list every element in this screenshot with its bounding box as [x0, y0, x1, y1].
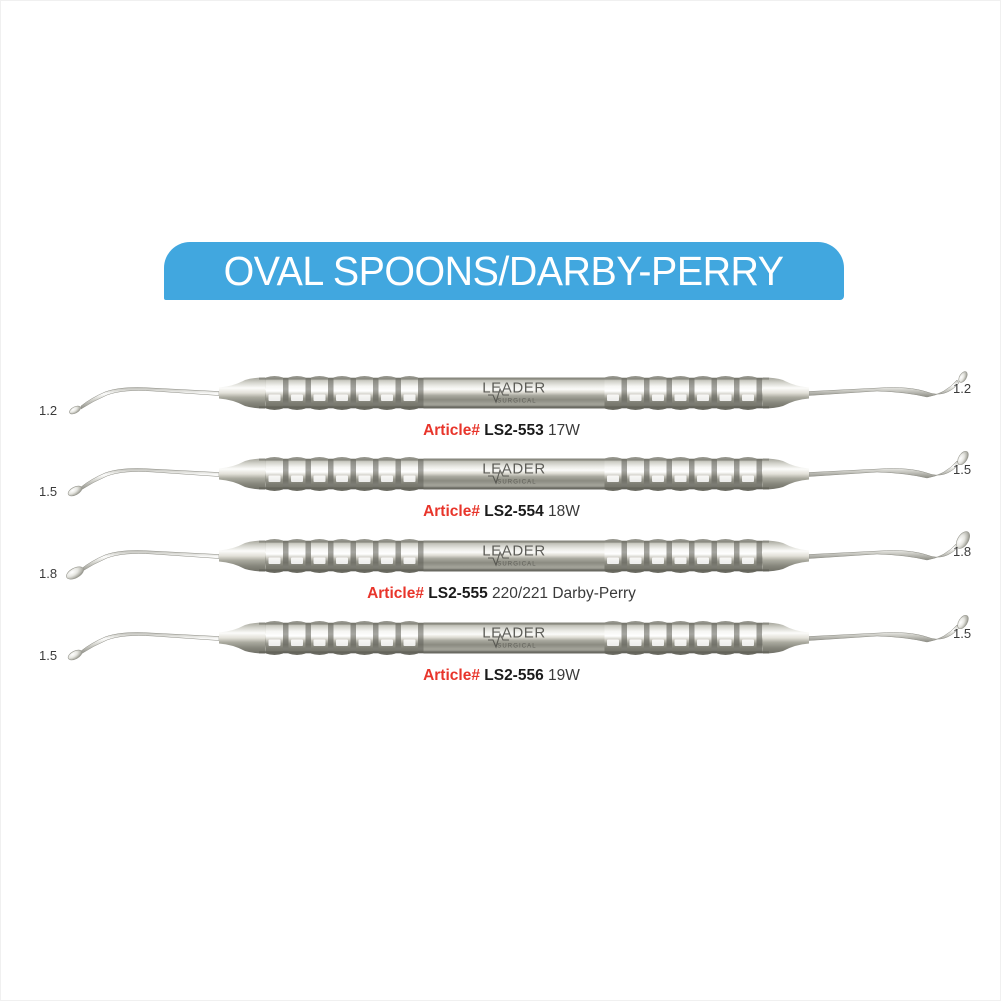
size-label-left: 1.8 — [39, 566, 58, 581]
right-spoon-tip — [957, 450, 969, 466]
svg-text:LEADER: LEADER — [482, 461, 546, 478]
size-label-left: 1.5 — [39, 484, 58, 499]
article-code: LS2-554 — [479, 503, 544, 520]
article-description: 220/221 Darby-Perry — [487, 585, 636, 602]
right-shank — [808, 460, 960, 479]
instrument-graphic: LEADER SURGICAL — [67, 450, 969, 497]
handle-taper-left — [219, 622, 265, 654]
handle-taper-left — [219, 377, 265, 409]
instrument-graphic: LEADER SURGICAL — [66, 531, 970, 580]
left-spoon-tip — [67, 649, 83, 661]
svg-text:SURGICAL: SURGICAL — [497, 562, 536, 568]
right-shank — [808, 379, 960, 398]
instrument-caption: Article# LS2-553 17W — [1, 422, 1001, 440]
article-label: Article# — [423, 422, 480, 439]
instrument-row: LEADER SURGICAL 1.2 1.2 — [1, 353, 1001, 433]
leader-surgical-logo: LEADER SURGICAL — [482, 543, 546, 568]
instrument-caption: Article# LS2-555 220/221 Darby-Perry — [1, 585, 1001, 603]
size-label-right: 1.5 — [953, 626, 972, 641]
leader-surgical-logo: LEADER SURGICAL — [482, 380, 546, 405]
left-shank — [80, 550, 220, 573]
handle-rib-bank — [266, 457, 424, 491]
handle-rib-bank — [604, 457, 762, 491]
left-spoon-tip — [67, 485, 83, 497]
handle-taper-right — [763, 622, 809, 654]
svg-text:SURGICAL: SURGICAL — [497, 644, 536, 650]
handle-engraving-area — [423, 622, 605, 654]
leader-surgical-logo: LEADER SURGICAL — [482, 461, 546, 486]
left-spoon-tip — [69, 405, 81, 415]
instrument-row: LEADER SURGICAL 1.5 1.5 — [1, 598, 1001, 678]
size-label-right: 1.8 — [953, 544, 972, 559]
svg-text:SURGICAL: SURGICAL — [497, 399, 536, 405]
size-label-right: 1.5 — [953, 462, 972, 477]
left-shank — [80, 468, 220, 491]
article-label: Article# — [423, 667, 480, 684]
handle-taper-right — [763, 377, 809, 409]
size-label-left: 1.5 — [39, 648, 58, 663]
handle-rib-bank — [266, 539, 424, 573]
handle-engraving-area — [423, 458, 605, 490]
leader-surgical-logo: LEADER SURGICAL — [482, 625, 546, 650]
handle-engraving-area — [423, 540, 605, 572]
left-spoon-tip — [66, 566, 84, 580]
instrument-graphic: LEADER SURGICAL — [69, 371, 968, 415]
left-shank — [80, 387, 220, 410]
handle-taper-left — [219, 458, 265, 490]
handle-rib-bank — [604, 376, 762, 410]
svg-text:LEADER: LEADER — [482, 380, 546, 397]
size-label-right: 1.2 — [953, 381, 972, 396]
right-shank — [808, 624, 960, 643]
article-description: 18W — [543, 503, 580, 520]
banner-title: OVAL SPOONS/DARBY-PERRY — [224, 247, 784, 294]
handle-engraving-area — [423, 377, 605, 409]
left-shank — [80, 632, 220, 655]
right-spoon-tip — [958, 371, 968, 383]
handle-rib-bank — [266, 376, 424, 410]
right-spoon-tip — [957, 614, 969, 630]
svg-text:SURGICAL: SURGICAL — [497, 480, 536, 486]
instrument-caption: Article# LS2-554 18W — [1, 503, 1001, 521]
article-code: LS2-555 — [423, 585, 488, 602]
article-code: LS2-556 — [479, 667, 544, 684]
size-label-left: 1.2 — [39, 403, 58, 418]
article-code: LS2-553 — [479, 422, 544, 439]
handle-taper-right — [763, 458, 809, 490]
category-banner: OVAL SPOONS/DARBY-PERRY — [164, 242, 844, 300]
instrument-graphic: LEADER SURGICAL — [67, 614, 969, 661]
handle-taper-left — [219, 540, 265, 572]
instrument-row: LEADER SURGICAL 1.8 1.8 — [1, 516, 1001, 596]
instrument-row: LEADER SURGICAL 1.5 1.5 — [1, 434, 1001, 514]
right-spoon-tip — [956, 531, 970, 549]
handle-rib-bank — [604, 621, 762, 655]
article-description: 19W — [543, 667, 580, 684]
article-label: Article# — [367, 585, 424, 602]
handle-rib-bank — [604, 539, 762, 573]
svg-text:LEADER: LEADER — [482, 543, 546, 560]
article-description: 17W — [543, 422, 580, 439]
handle-taper-right — [763, 540, 809, 572]
right-shank — [808, 542, 960, 561]
article-label: Article# — [423, 503, 480, 520]
svg-text:LEADER: LEADER — [482, 625, 546, 642]
instrument-caption: Article# LS2-556 19W — [1, 667, 1001, 685]
handle-rib-bank — [266, 621, 424, 655]
